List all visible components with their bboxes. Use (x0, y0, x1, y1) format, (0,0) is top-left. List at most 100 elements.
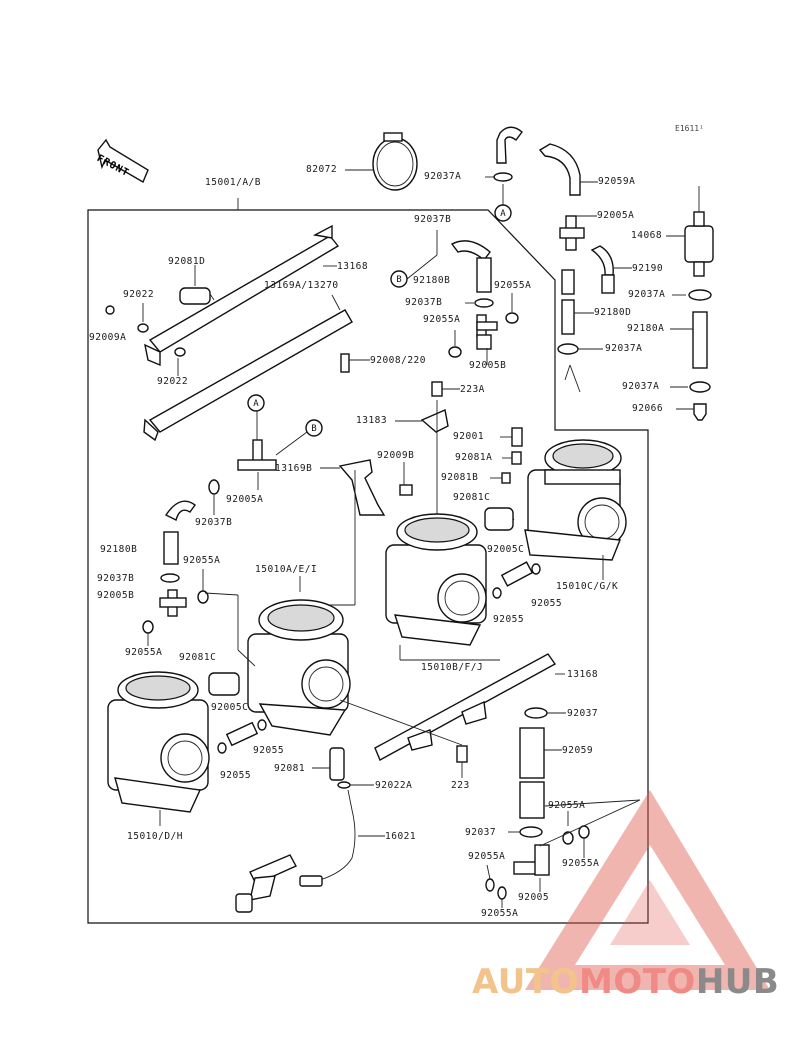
part-label-223a: 223A (460, 384, 485, 395)
part-label-92190: 92190 (632, 263, 664, 274)
t-fitting-92005a-top (559, 215, 585, 251)
fitting-92005b-top (476, 314, 498, 350)
washer-92022-bottom (174, 347, 186, 357)
part-label-92037a-r2: 92037A (605, 343, 643, 354)
hose-92180a (692, 311, 708, 369)
part-label-92055a-b4: 92055A (562, 858, 600, 869)
part-label-92055a-left2: 92055A (125, 647, 163, 658)
clip-92037b-left (208, 479, 220, 495)
oring-92055a-b1 (485, 878, 495, 892)
part-label-92022a: 92022A (375, 780, 413, 791)
part-label-92037-bot2: 92037 (465, 827, 497, 838)
part-label-92055-left: 92055 (253, 745, 285, 756)
bolt-92009a (105, 305, 115, 315)
choke-cable-16021 (235, 789, 356, 913)
clip-92037a-r1 (688, 289, 712, 301)
part-label-92055a-left: 92055A (183, 555, 221, 566)
hose-92190-end (601, 274, 615, 294)
part-label-13183: 13183 (356, 415, 388, 426)
clip-92037-bot2 (519, 826, 543, 838)
diagram-code: E1611¹ (675, 124, 704, 133)
bolt-92008 (340, 353, 350, 373)
part-label-15001: 15001/A/B (205, 177, 261, 188)
part-label-92022-bottom: 92022 (157, 376, 189, 387)
screw-92001 (511, 427, 523, 447)
part-label-92037a-r3: 92037A (622, 381, 660, 392)
part-label-92037b-left2: 92037B (97, 573, 135, 584)
bracket-13169b (338, 459, 386, 516)
screw-223a (431, 381, 443, 397)
oring-92055a-b2 (562, 831, 574, 845)
carburetor-15010d (107, 671, 210, 813)
oring-92055a-top (505, 312, 519, 324)
part-label-92005b-left: 92005B (97, 590, 135, 601)
part-label-15010d: 15010/D/H (127, 831, 183, 842)
oring-92055a-b3 (497, 886, 507, 900)
watermark-auto: AUTO (472, 962, 579, 1002)
clip-92037a-r2 (557, 343, 579, 355)
fuel-rail-lower (143, 309, 353, 442)
part-label-92005a-mid: 92005A (226, 494, 264, 505)
hose-92059a (538, 143, 581, 196)
carburetor-15010b (385, 513, 487, 646)
part-label-92180d: 92180D (594, 307, 632, 318)
part-label-92022-top: 92022 (123, 289, 155, 300)
part-label-92081d: 92081D (168, 256, 206, 267)
part-label-13169a: 13169A/13270 (264, 280, 339, 291)
part-label-92081b: 92081B (441, 472, 479, 483)
clip-92037-bottom (524, 707, 548, 719)
clip-92037a-r3 (689, 381, 711, 393)
carburetor-15010c (524, 439, 627, 561)
carburetor-15010a (247, 599, 351, 736)
part-label-92037a-r1: 92037A (628, 289, 666, 300)
part-label-92066: 92066 (632, 403, 664, 414)
fuel-filter-14068 (684, 211, 714, 277)
part-label-92055-r2: 92055 (493, 614, 525, 625)
part-label-92055a-b3: 92055A (481, 908, 519, 919)
hose-92059 (519, 727, 545, 819)
watermark-moto: MOTO (578, 962, 696, 1002)
part-label-92009a: 92009A (89, 332, 127, 343)
part-label-13168-top: 13168 (337, 261, 369, 272)
part-label-92055a-b1: 92055A (468, 851, 506, 862)
hose-92180d-upper (561, 269, 575, 295)
part-label-82072: 82072 (306, 164, 338, 175)
part-label-92055a-b2: 92055A (548, 800, 586, 811)
part-label-92081a: 92081A (455, 452, 493, 463)
part-label-92037b-left: 92037B (195, 517, 233, 528)
part-label-92180b-left: 92180B (100, 544, 138, 555)
part-label-92055-r: 92055 (531, 598, 563, 609)
fuel-rail-13168 (374, 653, 557, 761)
fitting-92005c-right (500, 561, 534, 587)
callout-a-top: A (500, 209, 506, 219)
part-label-92055-left2: 92055 (220, 770, 252, 781)
hose-92190 (590, 245, 614, 276)
part-label-92055a-top: 92055A (494, 280, 532, 291)
watermark-hub: HUB (695, 962, 780, 1002)
part-label-15010c: 15010C/G/K (556, 581, 619, 592)
part-label-13169b: 13169B (275, 463, 313, 474)
part-label-92008: 92008/220 (370, 355, 426, 366)
t-fitting-92005a-mid (237, 439, 277, 471)
clip-92037b-left2 (160, 573, 180, 583)
bolt-92009b (399, 484, 413, 496)
part-label-223: 223 (451, 780, 470, 791)
part-label-92005c-left: 92005C (211, 702, 249, 713)
fuel-rail-upper (144, 224, 340, 367)
part-label-92005a-top: 92005A (597, 210, 635, 221)
fitting-92005b-left (159, 589, 187, 617)
part-label-92081: 92081 (274, 763, 306, 774)
part-label-92037b-mid: 92037B (405, 297, 443, 308)
clip-92037b-top (474, 298, 494, 308)
part-label-92005b-top: 92005B (469, 360, 507, 371)
bracket-13183 (420, 409, 449, 433)
clamp-band-82072 (372, 132, 418, 191)
part-label-92055a-mid: 92055A (423, 314, 461, 325)
oring-92055a-mid (448, 346, 462, 358)
hose-92180d-lower (561, 299, 575, 335)
part-label-15010b: 15010B/F/J (421, 662, 484, 673)
assembly-frame (87, 209, 649, 924)
part-label-92037-bottom: 92037 (567, 708, 599, 719)
